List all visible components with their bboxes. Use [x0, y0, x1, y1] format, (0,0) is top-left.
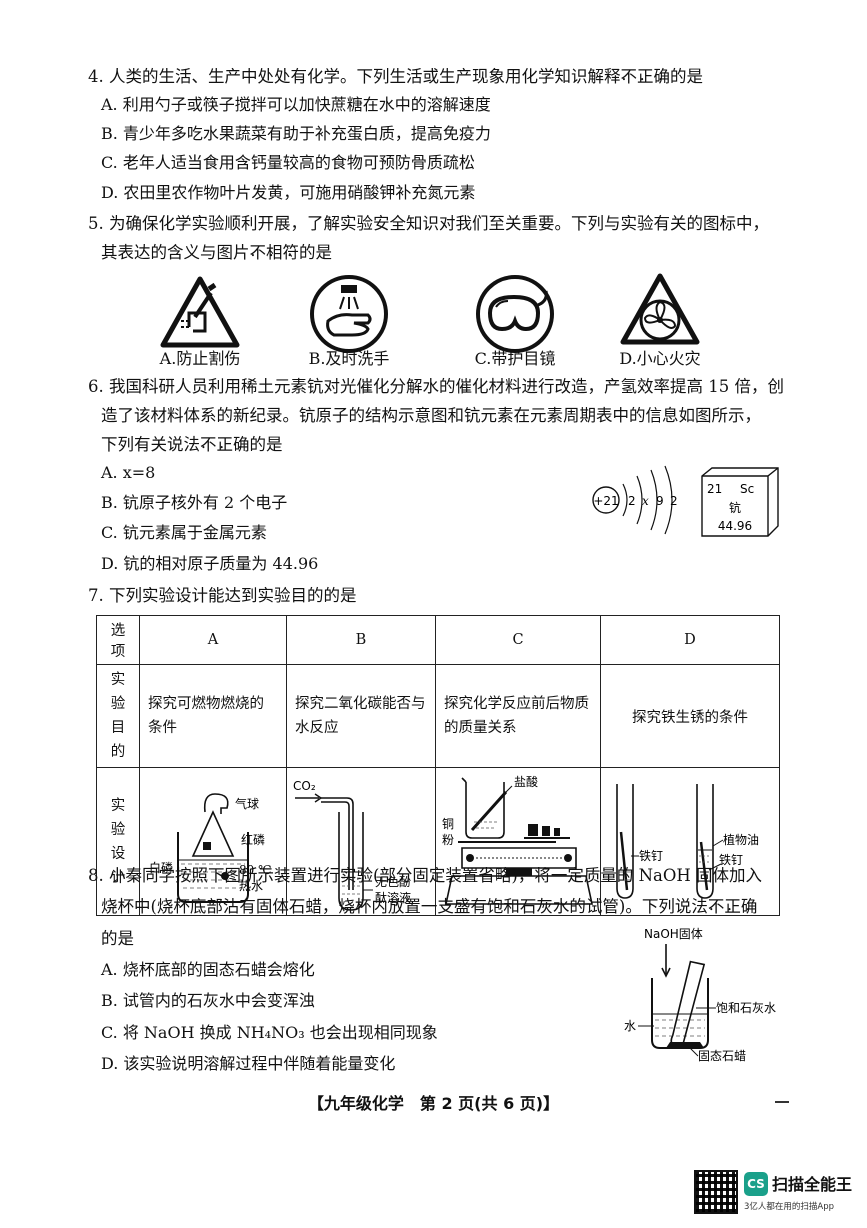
q7-header-cell: D: [600, 615, 780, 665]
q6-option-d: D. 钪的相对原子质量为 44.96: [101, 554, 319, 573]
element-symbol: Sc: [740, 482, 754, 496]
q8-option-a: A. 烧杯底部的固态石蜡会熔化: [101, 960, 315, 979]
q7-design-b: CO₂ 无色酚 酞溶液: [285, 767, 436, 916]
q7-design-d: 铁钉 植物油 铁钉: [600, 767, 780, 916]
element-name: 钪: [729, 500, 741, 515]
q7-row-label: 实验设计: [95, 767, 141, 916]
q7-purpose-d: 探究铁生锈的条件: [600, 664, 780, 768]
q7-design-a: 气球 红磷 白磷 80 ℃ 热水: [139, 767, 287, 916]
label-solid-paraffin: 固态石蜡: [698, 1049, 746, 1062]
label-co2: CO₂: [293, 779, 316, 793]
q4-option-b: B. 青少年多吃水果蔬菜有助于补充蛋白质，提高免疫力: [101, 124, 491, 143]
q8-option-d: D. 该实验说明溶解过程中伴随着能量变化: [101, 1054, 396, 1073]
label-vegetable-oil: 植物油: [723, 832, 759, 847]
q7-table-purpose-row: 实验目的 探究可燃物燃烧的条件 探究二氧化碳能否与水反应 探究化学反应前后物质的…: [95, 664, 780, 768]
balance-apparatus: 盐酸 铜 粉: [442, 774, 593, 905]
q6-option-c: C. 钪元素属于金属元素: [101, 523, 267, 542]
wash-hands-icon: [310, 275, 388, 353]
element-mass: 44.96: [718, 519, 752, 533]
page-footer: 【九年级化学 第 2 页(共 6 页)】: [307, 1094, 560, 1113]
brand-logo: CS: [744, 1172, 768, 1196]
co2-apparatus: CO₂ 无色酚 酞溶液: [293, 779, 411, 911]
label-temperature: 80 ℃: [239, 863, 272, 877]
label-copper-2: 粉: [442, 833, 454, 847]
q5-stem-line1: 5. 为确保化学实验顺利开展，了解实验安全知识对我们至关重要。下列与实验有关的图…: [88, 214, 769, 233]
q7-purpose-b: 探究二氧化碳能否与水反应: [285, 664, 436, 768]
q7-row-label: 实验目的: [95, 664, 141, 768]
q8-option-c: C. 将 NaOH 换成 NH₄NO₃ 也会出现相同现象: [101, 1023, 438, 1042]
atom-shell-3: 9: [656, 494, 664, 508]
brand-slogan: 3亿人都在用的扫描App: [744, 1202, 835, 1212]
q8-stem-line1: 8. 小秦同学按照下图所示装置进行实验(部分固定装置省略)，将一定质量的 NaO…: [88, 866, 763, 885]
q7-stem: 7. 下列实验设计能达到实验目的的是: [88, 586, 357, 605]
q7-table-header-row: 选项 A B C D: [95, 615, 780, 665]
q4-option-a: A. 利用勺子或筷子搅拌可以加快蔗糖在水中的溶解速度: [101, 95, 491, 114]
q8-beaker-apparatus: NaOH固体 饱和石灰水 水 固态石蜡: [624, 927, 776, 1062]
q8-stem-line3: 的是: [101, 929, 134, 948]
q7-purpose-c: 探究化学反应前后物质的质量关系: [434, 664, 602, 768]
q4-option-c: C. 老年人适当食用含钙量较高的食物可预防骨质疏松: [101, 153, 475, 172]
element-number: 21: [707, 482, 722, 496]
rust-apparatus: 铁钉 植物油 铁钉: [616, 783, 759, 899]
q8-stem-line2: 烧杯中(烧杯底部沾有固体石蜡，烧杯内放置一支盛有饱和石灰水的试管)。下列说法不正…: [101, 892, 757, 921]
q7-table-design-row: 实验设计 气球 红磷 白磷 80 ℃ 热水 CO₂: [95, 767, 780, 916]
atom-shell-2: x: [642, 494, 649, 508]
combustion-apparatus: 气球 红磷 白磷 80 ℃ 热水: [149, 792, 272, 903]
label-phenolphthalein-2: 酞溶液: [375, 890, 411, 905]
goggles-icon: [476, 275, 554, 353]
label-red-phosphorus: 红磷: [241, 832, 265, 847]
label-phenolphthalein-1: 无色酚: [375, 875, 411, 889]
q5-caption-c: C.带护目镜: [474, 349, 556, 368]
q7-purpose-a: 探究可燃物燃烧的条件: [139, 664, 287, 768]
q6-stem-line3: 下列有关说法不正确的是: [101, 430, 283, 459]
fan-icon: [620, 273, 700, 345]
atom-shell-4: 2: [670, 494, 678, 508]
q7-table: 选项 A B C D 实验目的 探究可燃物燃烧的条件 探究二氧化碳能否与水反应 …: [95, 615, 780, 916]
q7-header-cell: A: [139, 615, 287, 665]
q4-option-d: D. 农田里农作物叶片发黄，可施用硝酸钾补充氮元素: [101, 183, 476, 202]
atom-shell-1: 2: [628, 494, 636, 508]
q5-caption-a: A.防止割伤: [159, 349, 241, 368]
label-hydrochloric-acid: 盐酸: [514, 774, 538, 789]
label-limewater: 饱和石灰水: [716, 1000, 776, 1015]
q8-option-b: B. 试管内的石灰水中会变浑浊: [101, 991, 315, 1010]
q6-option-b: B. 钪原子核外有 2 个电子: [101, 493, 288, 512]
label-hot-water: 热水: [239, 879, 263, 893]
q5-caption-b: B.及时洗手: [308, 349, 390, 368]
q7-header-cell: C: [434, 615, 602, 665]
atom-nucleus: +21: [593, 494, 618, 508]
label-iron-nail-1: 铁钉: [639, 849, 663, 863]
q7-header-cell: B: [285, 615, 436, 665]
label-iron-nail-2: 铁钉: [719, 853, 743, 867]
label-balloon: 气球: [235, 796, 259, 811]
q5-stem-line2: 其表达的含义与图片不相符的是: [101, 238, 332, 267]
label-copper-1: 铜: [442, 816, 454, 831]
q5-caption-d: D.小心火灾: [619, 349, 701, 368]
brand-name: 扫描全能王: [772, 1175, 853, 1194]
q4-stem: 4. 人类的生活、生产中处处有化学。下列生活或生产现象用化学知识解释不正确的是: [88, 62, 703, 91]
corner-mark: [775, 1101, 789, 1103]
q7-header-cell: 选项: [95, 615, 141, 665]
label-naoh-solid: NaOH固体: [644, 927, 703, 941]
qr-code: [694, 1170, 738, 1214]
cut-hazard-icon: [160, 276, 240, 348]
label-water: 水: [624, 1019, 636, 1033]
q7-design-c: 盐酸 铜 粉: [434, 767, 602, 916]
scandium-element-card: 21 Sc 钪 44.96: [701, 467, 779, 537]
scandium-atom-diagram: +21 2 x 9 2: [592, 465, 678, 535]
label-white-phosphorus: 白磷: [149, 860, 173, 875]
q6-option-a: A. x=8: [101, 463, 156, 482]
q6-stem-line1: 6. 我国科研人员利用稀土元素钪对光催化分解水的催化材料进行改造，产氢效率提高 …: [88, 377, 784, 396]
q6-stem-line2: 造了该材料体系的新纪录。钪原子的结构示意图和钪元素在元素周期表中的信息如图所示，: [101, 406, 761, 425]
